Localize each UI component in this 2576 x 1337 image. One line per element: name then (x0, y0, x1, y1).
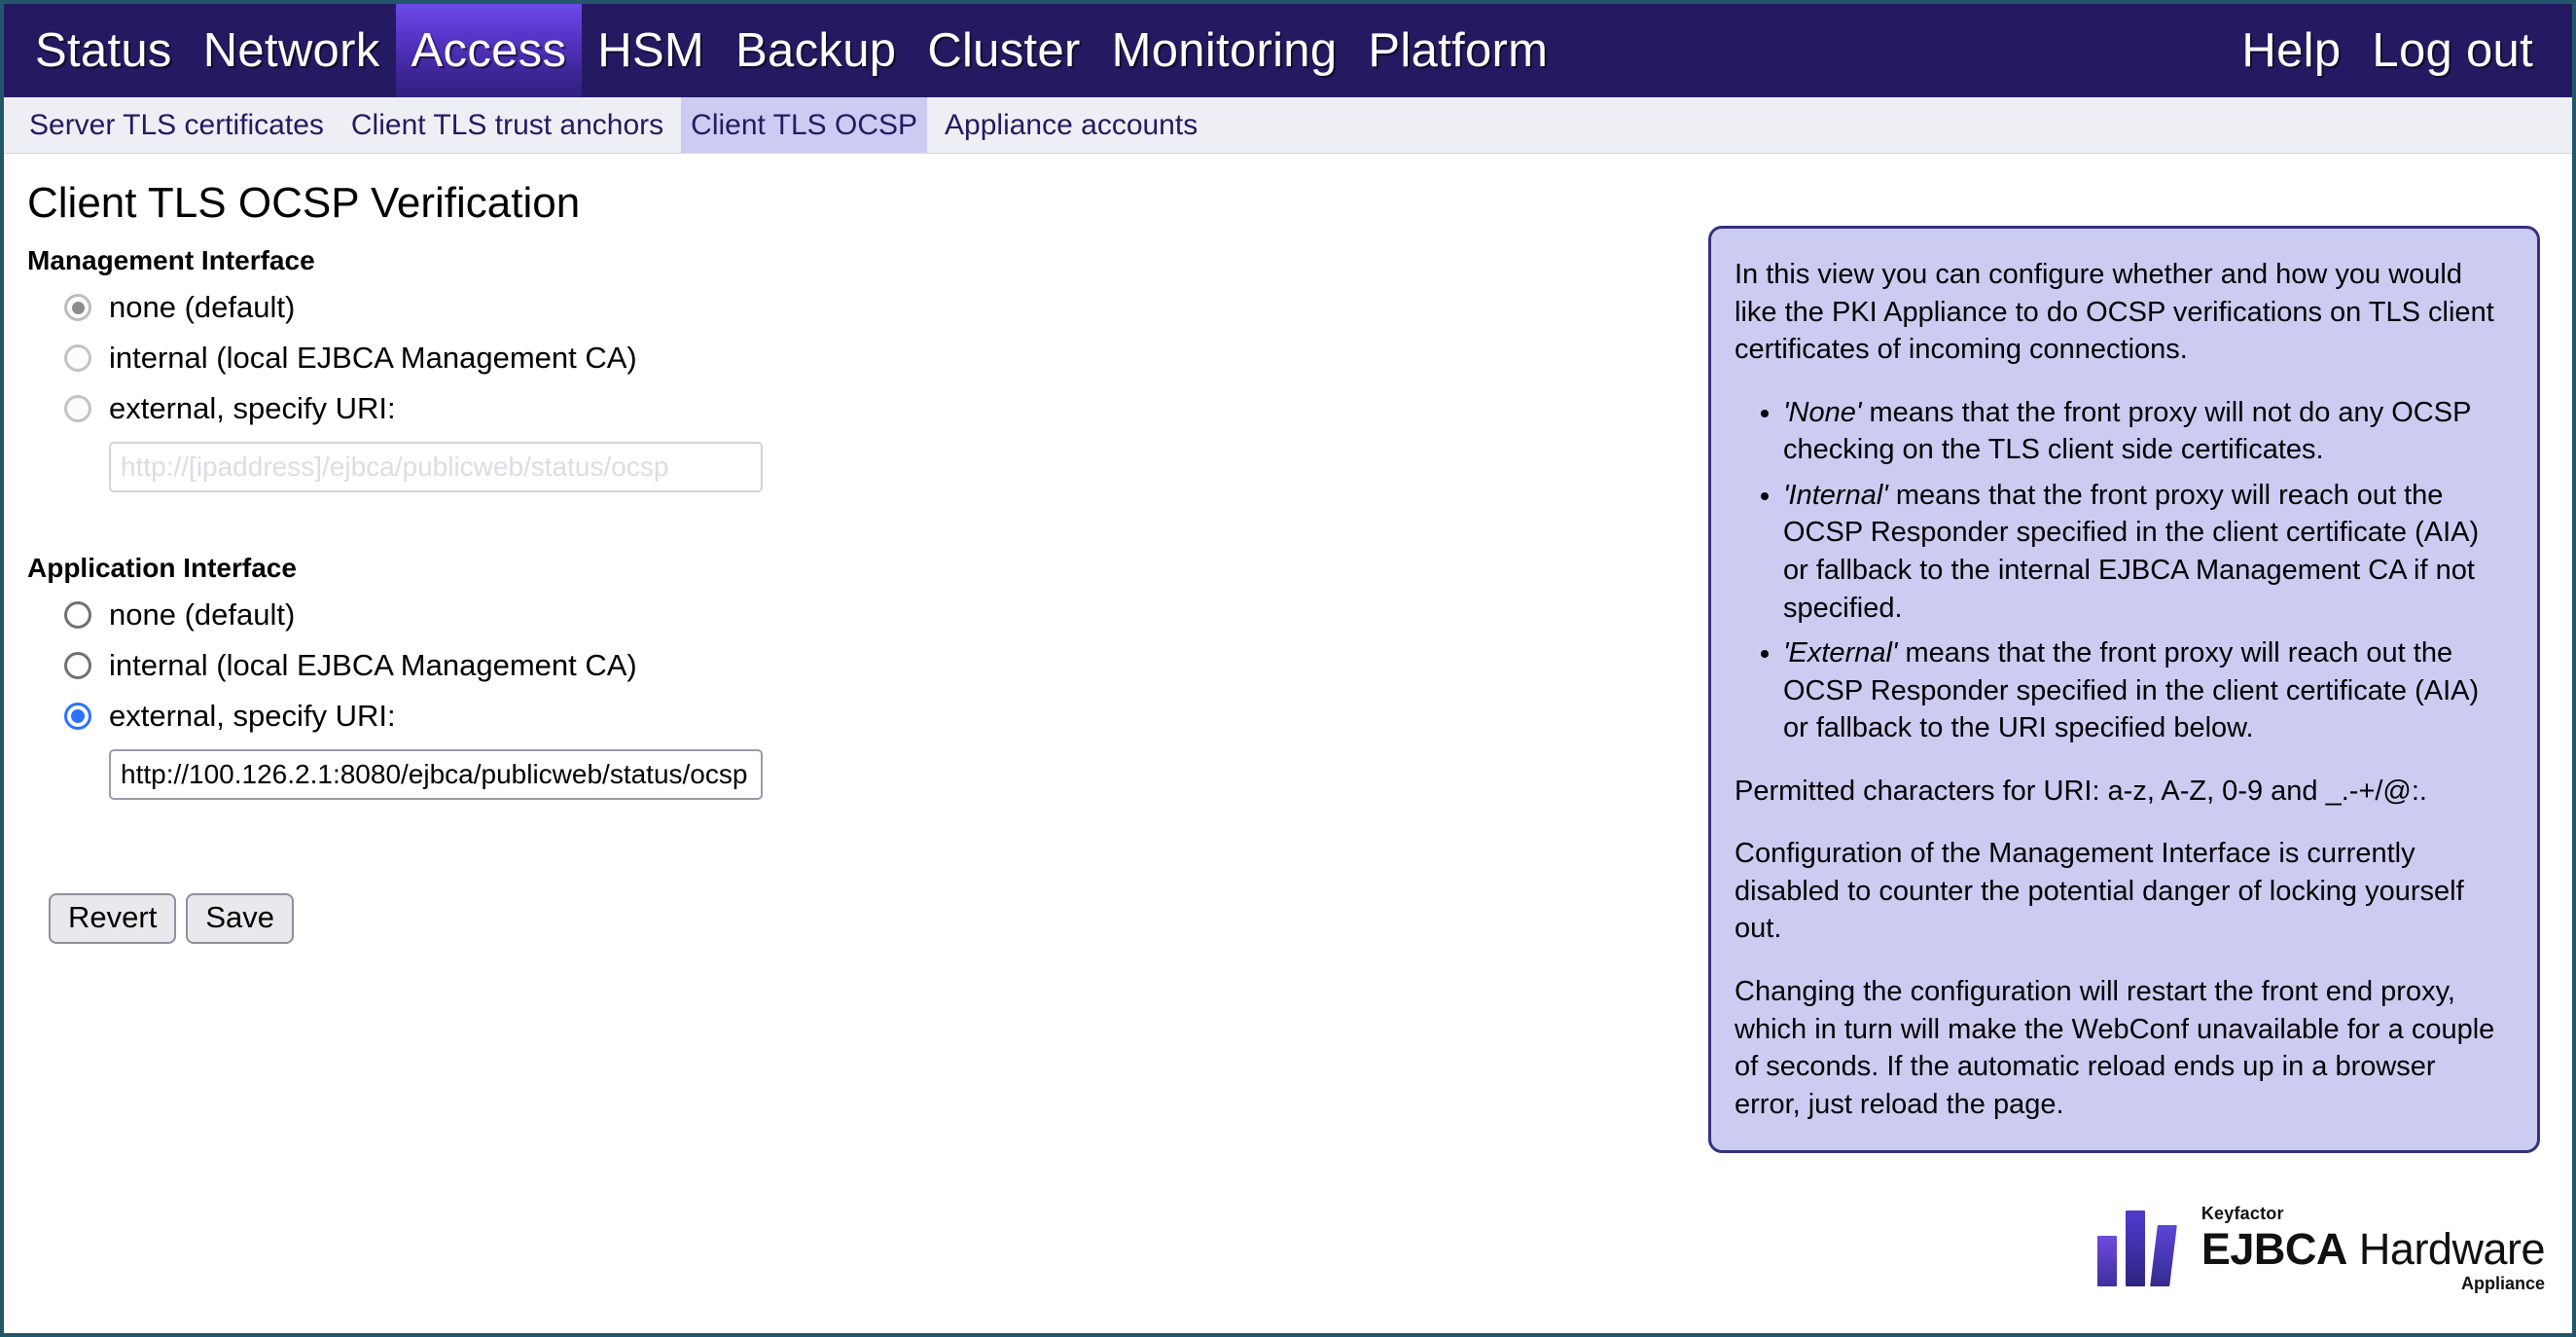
radio-management-internal[interactable] (64, 344, 91, 372)
subnav-item-client-tls-trust-anchors[interactable]: Client TLS trust anchors (350, 108, 664, 141)
management-interface-heading: Management Interface (27, 245, 315, 275)
management-interface-section: Management Interface none (default) inte… (27, 245, 2549, 492)
info-bullet-internal: 'Internal' means that the front proxy wi… (1783, 477, 2508, 627)
radio-management-external[interactable] (64, 395, 91, 422)
info-intro-text: In this view you can configure whether a… (1735, 259, 2494, 366)
top-navigation-actions: Help Log out (2226, 4, 2572, 97)
nav-item-access[interactable]: Access (395, 4, 583, 97)
info-bullet-external-emphasis: 'External' (1783, 637, 1898, 669)
keyfactor-ejbca-logo: Keyfactor EJBCA Hardware Appliance (2096, 1204, 2546, 1293)
info-management-disabled-note: Configuration of the Management Interfac… (1735, 838, 2464, 945)
nav-item-platform[interactable]: Platform (1368, 24, 1549, 77)
save-button[interactable]: Save (186, 893, 294, 945)
nav-item-status[interactable]: Status (35, 24, 172, 77)
radio-application-none[interactable] (64, 601, 91, 629)
radio-application-none-label: none (default) (109, 597, 296, 632)
radio-application-external[interactable] (64, 703, 91, 730)
info-bullet-internal-text: means that the front proxy will reach ou… (1783, 479, 2480, 624)
sub-navigation-bar: Server TLS certificates Client TLS trust… (4, 97, 2572, 154)
info-bullet-external: 'External' means that the front proxy wi… (1783, 634, 2508, 747)
logo-bar-1 (2096, 1236, 2117, 1286)
management-option-internal[interactable]: internal (local EJBCA Management CA) (27, 341, 2549, 376)
application-option-internal[interactable]: internal (local EJBCA Management CA) (27, 648, 2549, 683)
application-interface-heading: Application Interface (27, 553, 297, 583)
info-bullet-list: 'None' means that the front proxy will n… (1735, 394, 2508, 747)
subnav-item-appliance-accounts[interactable]: Appliance accounts (945, 108, 1199, 141)
nav-item-network[interactable]: Network (202, 24, 380, 77)
info-bullet-external-text: means that the front proxy will reach ou… (1783, 637, 2480, 744)
info-help-panel: In this view you can configure whether a… (1708, 226, 2540, 1154)
nav-item-hsm[interactable]: HSM (597, 24, 705, 77)
logo-product-bold: EJBCA (2200, 1224, 2348, 1274)
main-content: Client TLS OCSP Verification Management … (4, 154, 2572, 1333)
radio-management-none-label: none (default) (109, 290, 296, 324)
management-option-external[interactable]: external, specify URI: (27, 391, 2549, 426)
logo-product-name: EJBCA Hardware (2200, 1224, 2546, 1274)
top-navigation-items: Status Network Access HSM Backup Cluster… (4, 4, 1563, 97)
top-navigation-bar: Status Network Access HSM Backup Cluster… (4, 4, 2572, 97)
info-restart-note: Changing the configuration will restart … (1735, 976, 2495, 1120)
radio-management-external-label: external, specify URI: (109, 391, 396, 425)
form-action-buttons: Revert Save (49, 893, 2549, 945)
subnav-item-client-tls-ocsp[interactable]: Client TLS OCSP (681, 97, 928, 153)
info-permitted-characters: Permitted characters for URI: a-z, A-Z, … (1735, 775, 2427, 807)
application-option-none[interactable]: none (default) (27, 597, 2549, 632)
logo-bar-2 (2125, 1211, 2145, 1286)
radio-management-none[interactable] (64, 294, 91, 321)
application-option-external[interactable]: external, specify URI: (27, 699, 2549, 734)
nav-item-cluster[interactable]: Cluster (927, 24, 1081, 77)
management-option-none[interactable]: none (default) (27, 290, 2549, 325)
application-interface-section: Application Interface none (default) int… (27, 553, 2549, 800)
radio-application-external-label: external, specify URI: (109, 699, 396, 733)
nav-item-monitoring[interactable]: Monitoring (1111, 24, 1338, 77)
info-bullet-none: 'None' means that the front proxy will n… (1783, 394, 2508, 469)
subnav-item-server-tls-certificates[interactable]: Server TLS certificates (29, 108, 324, 141)
info-bullet-none-text: means that the front proxy will not do a… (1783, 396, 2471, 466)
nav-item-backup[interactable]: Backup (735, 24, 897, 77)
page-title: Client TLS OCSP Verification (27, 179, 581, 227)
radio-application-internal-label: internal (local EJBCA Management CA) (109, 648, 637, 682)
application-uri-input[interactable] (109, 749, 763, 800)
logo-wordmark: Keyfactor EJBCA Hardware Appliance (2200, 1204, 2546, 1293)
help-link[interactable]: Help (2241, 24, 2342, 77)
info-bullet-internal-emphasis: 'Internal' (1783, 479, 1888, 511)
logo-bar-3 (2149, 1225, 2177, 1286)
radio-management-internal-label: internal (local EJBCA Management CA) (109, 341, 637, 375)
logo-bars-icon (2096, 1211, 2182, 1286)
info-bullet-none-emphasis: 'None' (1783, 396, 1862, 428)
radio-application-internal[interactable] (64, 652, 91, 679)
revert-button[interactable]: Revert (49, 893, 177, 945)
logo-product-light: Hardware (2358, 1224, 2546, 1274)
management-uri-input[interactable] (109, 442, 763, 492)
logout-link[interactable]: Log out (2372, 24, 2533, 77)
logo-brand-name: Keyfactor (2200, 1204, 2284, 1223)
logo-suffix: Appliance (2460, 1274, 2545, 1293)
